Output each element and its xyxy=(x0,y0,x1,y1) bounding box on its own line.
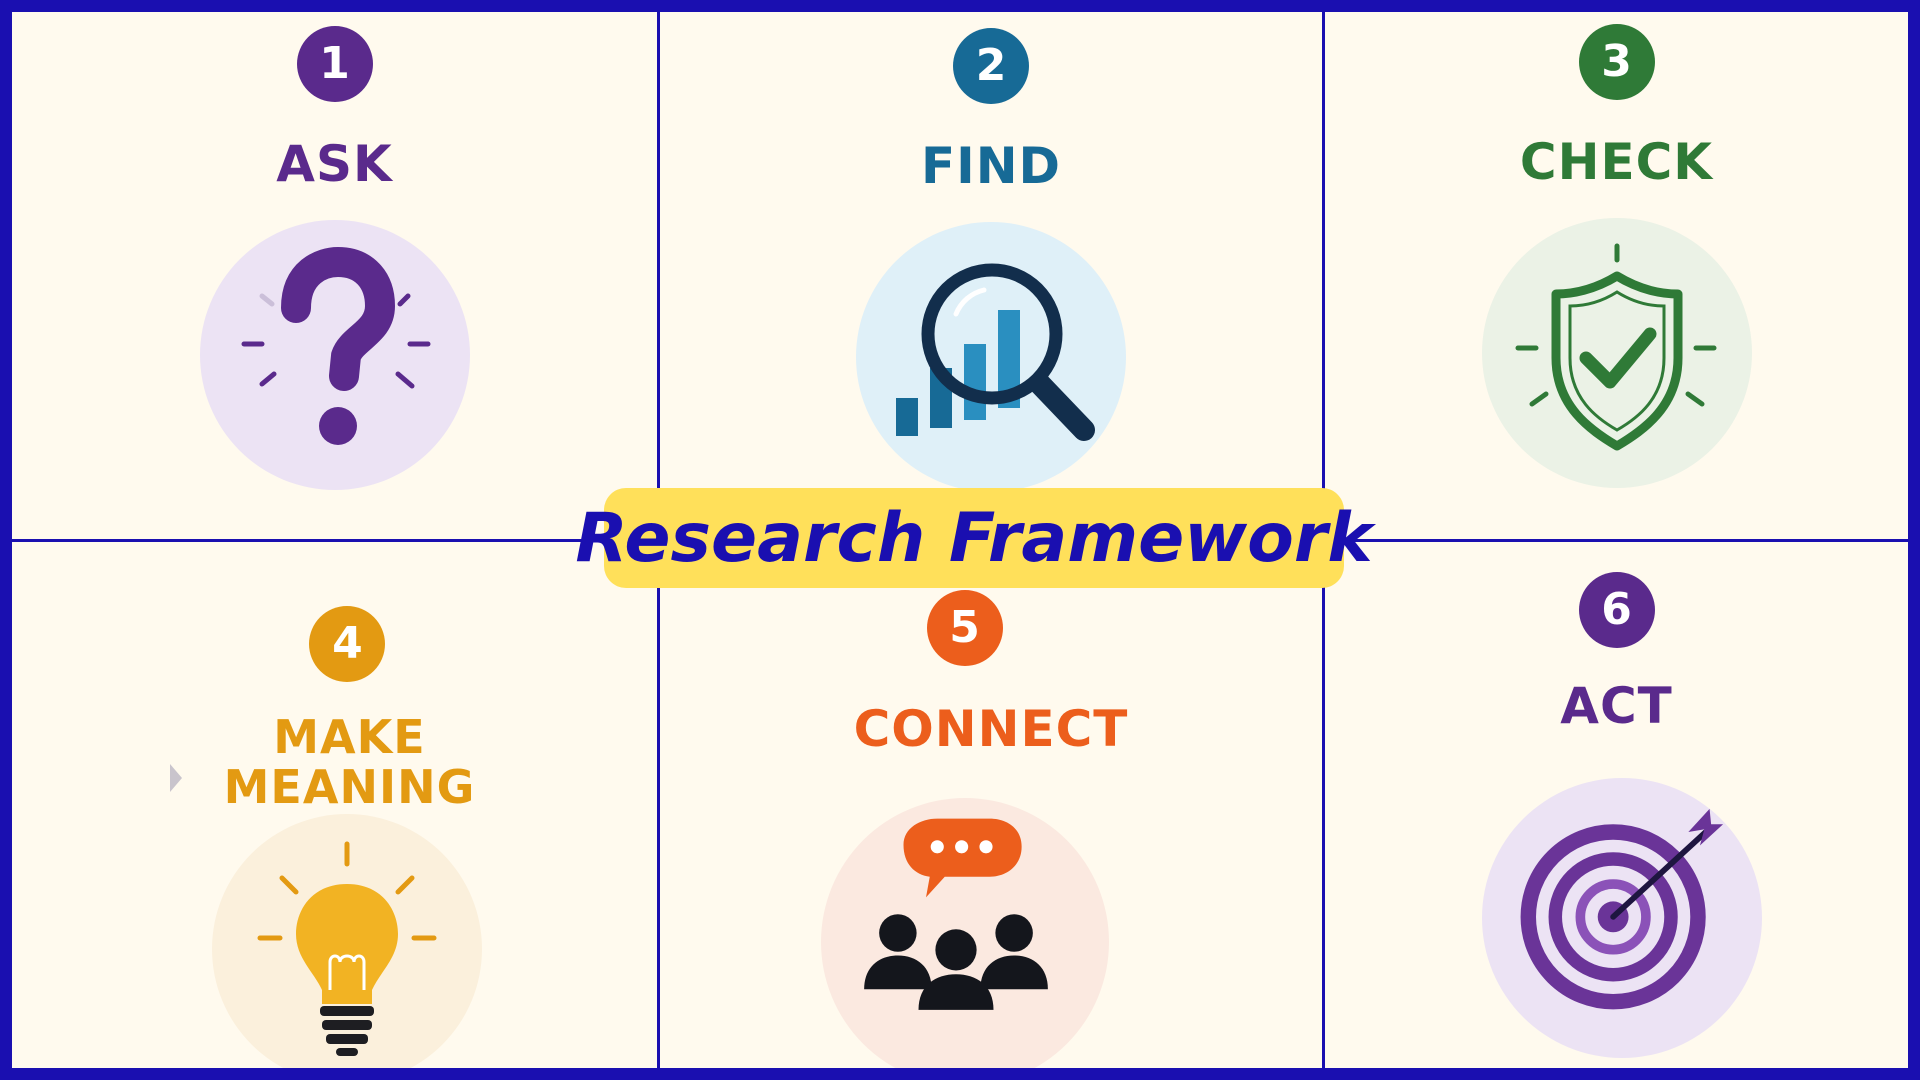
arrow-marker-icon xyxy=(170,764,182,792)
target-arrow-icon xyxy=(1482,778,1763,1058)
step-number-badge: 1 xyxy=(296,26,373,102)
lightbulb-icon xyxy=(212,814,483,1068)
step-find-panel: 2 FIND xyxy=(660,12,1322,539)
step-label: CHECK xyxy=(1519,133,1714,191)
step-label: ASK xyxy=(276,135,393,193)
step-label-line1: MAKE xyxy=(273,710,426,764)
step-number-badge: 6 xyxy=(1578,572,1655,648)
step-connect-panel: 5 CONNECT xyxy=(660,542,1322,1068)
page-title: Research Framework xyxy=(575,498,1373,578)
step-check-panel: 3 CHECK xyxy=(1325,12,1908,539)
step-label: FIND xyxy=(920,137,1062,195)
step-number-badge: 4 xyxy=(309,606,386,682)
title-banner: Research Framework xyxy=(575,488,1373,588)
magnifier-chart-icon xyxy=(856,222,1126,492)
framework-grid: 1 ASK 2 FIND xyxy=(12,12,1908,1068)
step-ask-panel: 1 ASK xyxy=(12,12,657,539)
shield-check-icon xyxy=(1481,218,1752,488)
question-mark-icon xyxy=(199,220,470,490)
speech-people-icon xyxy=(820,798,1109,1068)
step-number-badge: 3 xyxy=(1578,24,1655,100)
step-make-meaning-panel: 4 MAKE MEANING xyxy=(12,542,657,1068)
step-label: ACT xyxy=(1560,677,1673,735)
step-number-badge: 2 xyxy=(953,28,1029,104)
step-label: CONNECT xyxy=(853,700,1129,758)
step-number-badge: 5 xyxy=(926,590,1003,666)
step-act-panel: 6 ACT xyxy=(1325,542,1908,1068)
step-label-line2: MEANING xyxy=(223,760,476,814)
